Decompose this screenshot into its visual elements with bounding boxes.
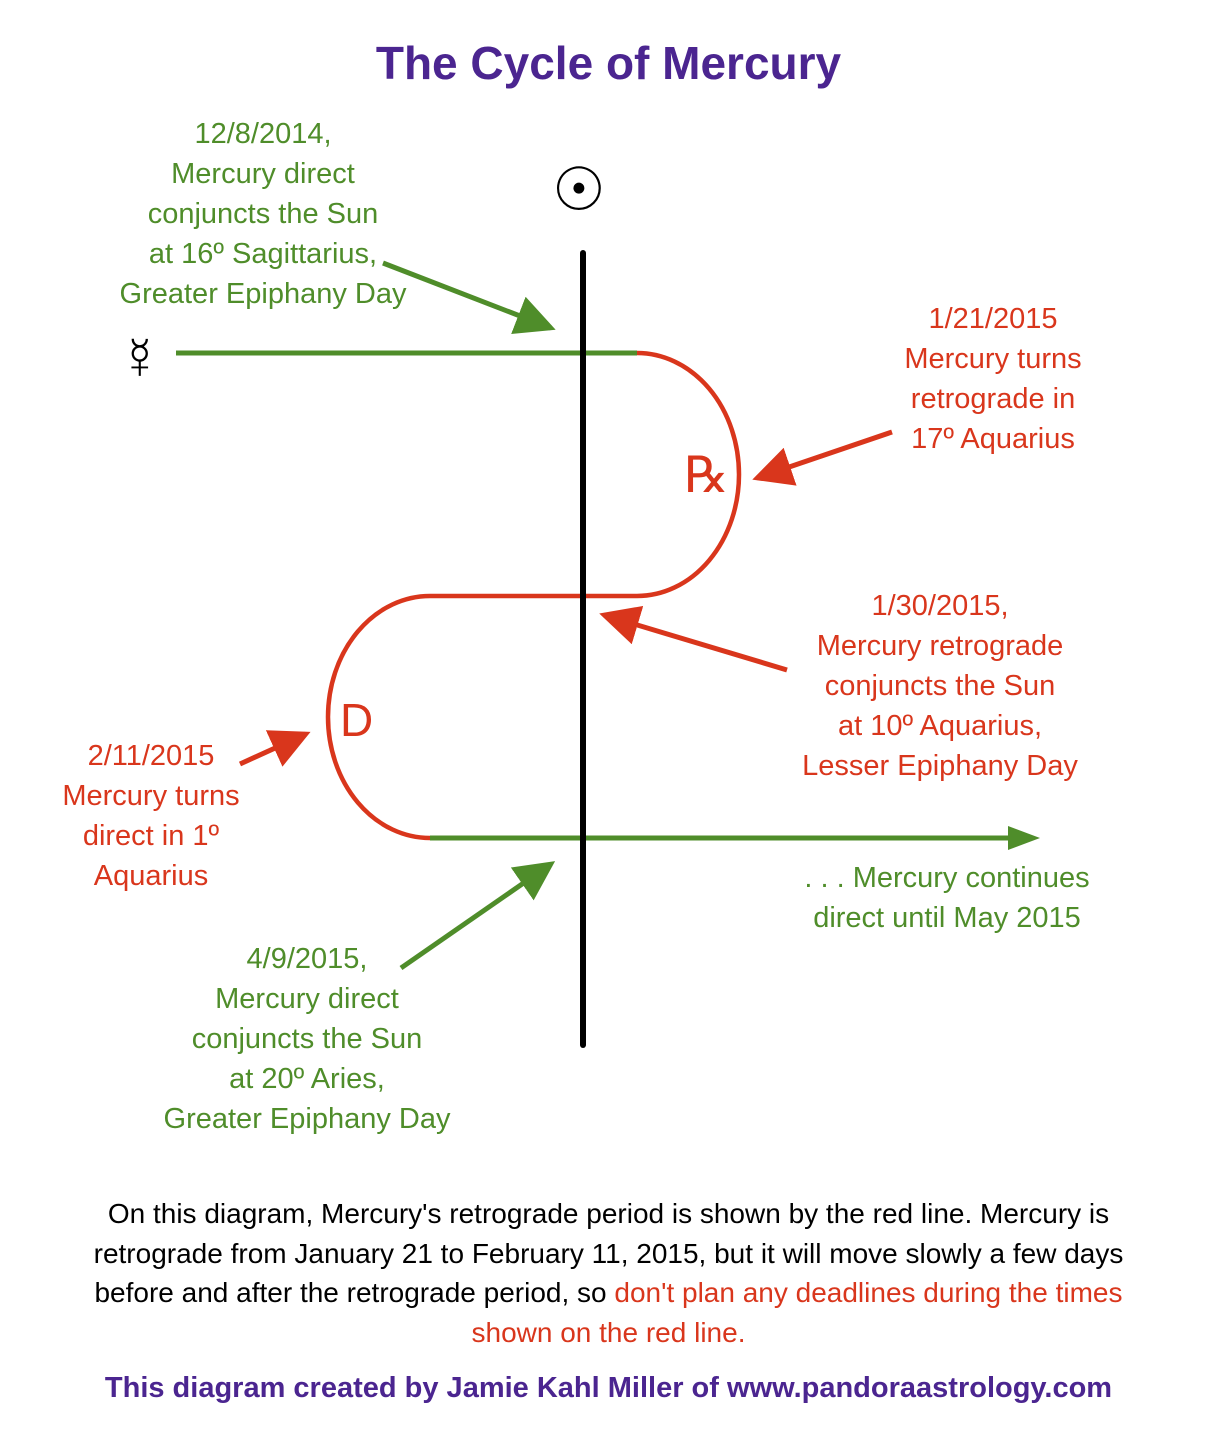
annotation-line: Aquarius: [93, 860, 209, 892]
annotation-retrograde-station: 1/21/2015 Mercury turns retrograde in 17…: [868, 299, 1118, 459]
pointer-arrow-dec-2014: [382, 260, 556, 335]
annotation-line: 17º Aquarius: [911, 423, 1075, 455]
annotation-line: conjuncts the Sun: [147, 198, 379, 230]
annotation-line: 12/8/2014,: [194, 118, 332, 150]
annotation-line: Mercury direct: [171, 158, 355, 190]
annotation-line: Greater Epiphany Day: [119, 278, 407, 310]
annotation-line: 1/21/2015: [928, 303, 1058, 335]
annotation-line: retrograde in: [910, 383, 1076, 415]
direct-path-arrowhead: [1008, 826, 1040, 850]
pointer-arrow-jan-2015: [599, 605, 788, 673]
annotation-dec-2014-conjunction: 12/8/2014, Mercury direct conjuncts the …: [80, 114, 446, 314]
annotation-continues-direct: . . . Mercury continues direct until May…: [770, 858, 1124, 938]
annotation-direct-station: 2/11/2015 Mercury turns direct in 1º Aqu…: [30, 736, 272, 896]
description-warning: don't plan any deadlines during the time…: [471, 1277, 1123, 1348]
annotation-line: Mercury direct: [215, 983, 399, 1015]
annotation-line: 4/9/2015,: [246, 943, 368, 975]
description-text: On this diagram, Mercury's retrograde pe…: [93, 1198, 1124, 1308]
annotation-line: 1/30/2015,: [871, 590, 1009, 622]
annotation-line: Mercury turns: [904, 343, 1082, 375]
annotation-line: Mercury turns: [62, 780, 240, 812]
annotation-line: at 20º Aries,: [229, 1063, 385, 1095]
credit-line: This diagram created by Jamie Kahl Mille…: [104, 1372, 1113, 1404]
annotation-line: conjuncts the Sun: [191, 1023, 423, 1055]
pointer-arrow-direct-station: [238, 730, 311, 767]
annotation-line: 2/11/2015: [87, 740, 215, 772]
pointer-arrow-retro-station: [752, 429, 893, 486]
sun-symbol-icon: ☉: [552, 156, 606, 223]
annotation-line: conjuncts the Sun: [824, 670, 1056, 702]
diagram-description: On this diagram, Mercury's retrograde pe…: [0, 1194, 1217, 1352]
annotation-apr-2015-conjunction: 4/9/2015, Mercury direct conjuncts the S…: [126, 939, 488, 1139]
retrograde-symbol-icon: ℞: [684, 447, 729, 503]
annotation-line: Lesser Epiphany Day: [802, 750, 1078, 782]
annotation-line: at 16º Sagittarius,: [148, 238, 378, 270]
pointer-arrow-apr-2015: [399, 861, 556, 971]
annotation-line: . . . Mercury continues: [804, 862, 1090, 894]
retrograde-path-loop: [325, 350, 742, 841]
annotation-line: at 10º Aquarius,: [837, 710, 1043, 742]
annotation-line: Mercury retrograde: [816, 630, 1064, 662]
mercury-symbol-icon: ☿: [118, 326, 162, 391]
direct-mark: D: [340, 694, 374, 746]
annotation-line: Greater Epiphany Day: [163, 1103, 451, 1135]
annotation-jan-2015-conjunction: 1/30/2015, Mercury retrograde conjuncts …: [760, 586, 1120, 786]
annotation-line: direct until May 2015: [813, 902, 1081, 934]
diagram-title: The Cycle of Mercury: [375, 37, 842, 89]
annotation-line: direct in 1º: [82, 820, 220, 852]
